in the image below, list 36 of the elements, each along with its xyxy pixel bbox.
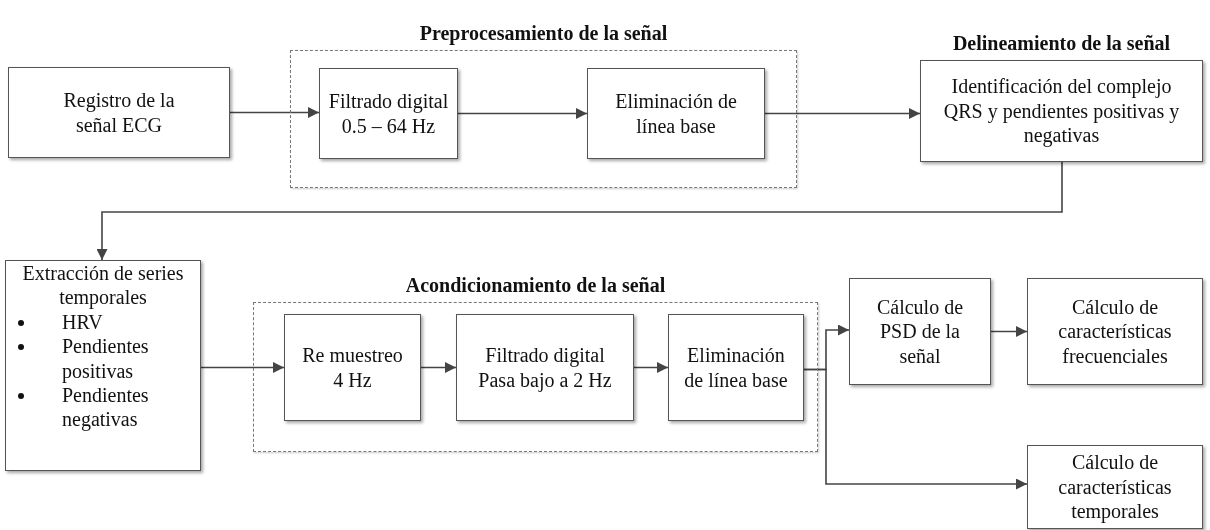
box-text: Eliminación de línea base (614, 89, 738, 138)
process-box (5, 260, 201, 471)
process-box (8, 67, 230, 158)
process-box (319, 68, 458, 159)
box-text: Cálculo de características temporales (1057, 450, 1173, 524)
process-box (668, 314, 804, 421)
process-box (1027, 278, 1203, 385)
box-text: Re muestreo 4 Hz (301, 343, 404, 392)
arrow (803, 368, 1028, 490)
box-text: Registro de la señal ECG (62, 88, 176, 137)
box-text: Cálculo de características frecuenciales (1057, 294, 1173, 369)
arrow (96, 161, 1063, 261)
group-title: Acondicionamiento de la señal (404, 273, 667, 298)
box-text: Filtrado digital 0.5 – 64 Hz (328, 89, 449, 138)
box-text: Eliminación de línea base (683, 343, 789, 392)
box-text: Identificación del complejo QRS y pendientes positivas y negativas (942, 74, 1181, 148)
bullet-item: Pendientes negativas (62, 383, 149, 431)
bullet-item: Pendientes positivas (62, 335, 149, 382)
arrow (457, 108, 588, 119)
process-box (284, 314, 421, 421)
group-title: Preprocesamiento de la señal (418, 21, 669, 46)
arrow (200, 362, 285, 373)
box-text: Cálculo de PSD de la señal (875, 294, 965, 369)
process-box (587, 68, 765, 159)
section-title: Delineamiento de la señal (951, 31, 1172, 56)
arrow (990, 326, 1028, 337)
bullet-item: HRV (62, 310, 103, 333)
process-box (1027, 445, 1203, 529)
arrow (764, 108, 921, 119)
box-text: Extracción de series temporales (21, 261, 185, 310)
arrow (229, 107, 320, 118)
arrow (420, 362, 457, 373)
process-box (849, 278, 991, 385)
box-text: Filtrado digital Pasa bajo a 2 Hz (477, 343, 613, 392)
process-box (456, 314, 634, 421)
arrow (633, 362, 669, 373)
